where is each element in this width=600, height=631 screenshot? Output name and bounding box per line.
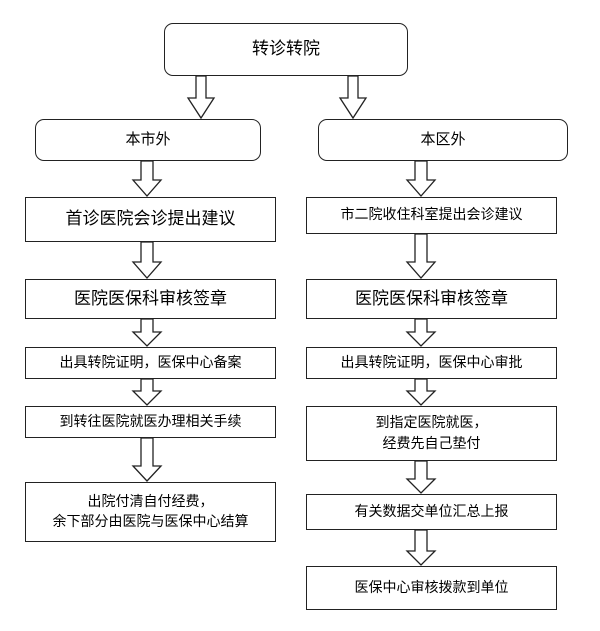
arrow-down-icon <box>131 378 163 406</box>
left-step-2: 医院医保科审核签章 <box>25 279 276 319</box>
right-step-4: 到指定医院就医， 经费先自己垫付 <box>306 406 557 461</box>
arrow-down-icon <box>405 529 437 566</box>
arrow-down-icon <box>131 160 163 197</box>
left-step-4: 到转往医院就医办理相关手续 <box>25 406 276 438</box>
left-step-4-label: 到转往医院就医办理相关手续 <box>59 413 242 430</box>
arrow-down-icon <box>405 160 437 197</box>
right-step-6-label: 医保中心审核拨款到单位 <box>354 579 509 596</box>
arrow-down-icon <box>405 378 437 406</box>
right-branch-title: 本区外 <box>420 130 466 149</box>
arrow-down-icon <box>405 233 437 279</box>
root-node: 转诊转院 <box>164 23 408 76</box>
right-step-6: 医保中心审核拨款到单位 <box>306 566 557 610</box>
arrow-down-icon <box>405 460 437 494</box>
arrow-down-icon <box>338 75 368 120</box>
arrow-down-icon <box>405 318 437 347</box>
right-branch-title-node: 本区外 <box>318 119 568 161</box>
right-step-3: 出具转院证明，医保中心审批 <box>306 347 557 379</box>
arrow-down-icon <box>131 241 163 279</box>
arrow-down-icon <box>131 318 163 347</box>
left-step-5: 出院付清自付经费， 余下部分由医院与医保中心结算 <box>25 482 276 542</box>
left-step-3: 出具转院证明，医保中心备案 <box>25 347 276 379</box>
arrow-down-icon <box>186 75 216 120</box>
left-step-2-label: 医院医保科审核签章 <box>74 288 227 309</box>
right-step-3-label: 出具转院证明，医保中心审批 <box>340 354 523 371</box>
right-step-2: 医院医保科审核签章 <box>306 279 557 319</box>
right-step-1-label: 市二院收住科室提出会诊建议 <box>340 207 523 224</box>
right-step-5: 有关数据交单位汇总上报 <box>306 494 557 530</box>
right-step-4-label: 到指定医院就医， 经费先自己垫付 <box>375 415 488 452</box>
left-branch-title: 本市外 <box>125 130 171 149</box>
arrow-down-icon <box>131 437 163 482</box>
root-label: 转诊转院 <box>252 39 320 60</box>
left-step-1-label: 首诊医院会诊提出建议 <box>65 209 236 230</box>
right-step-5-label: 有关数据交单位汇总上报 <box>354 503 509 520</box>
right-step-2-label: 医院医保科审核签章 <box>355 288 508 309</box>
left-step-3-label: 出具转院证明，医保中心备案 <box>59 354 242 371</box>
right-step-1: 市二院收住科室提出会诊建议 <box>306 197 557 234</box>
left-step-5-label: 出院付清自付经费， 余下部分由医院与医保中心结算 <box>52 493 249 530</box>
